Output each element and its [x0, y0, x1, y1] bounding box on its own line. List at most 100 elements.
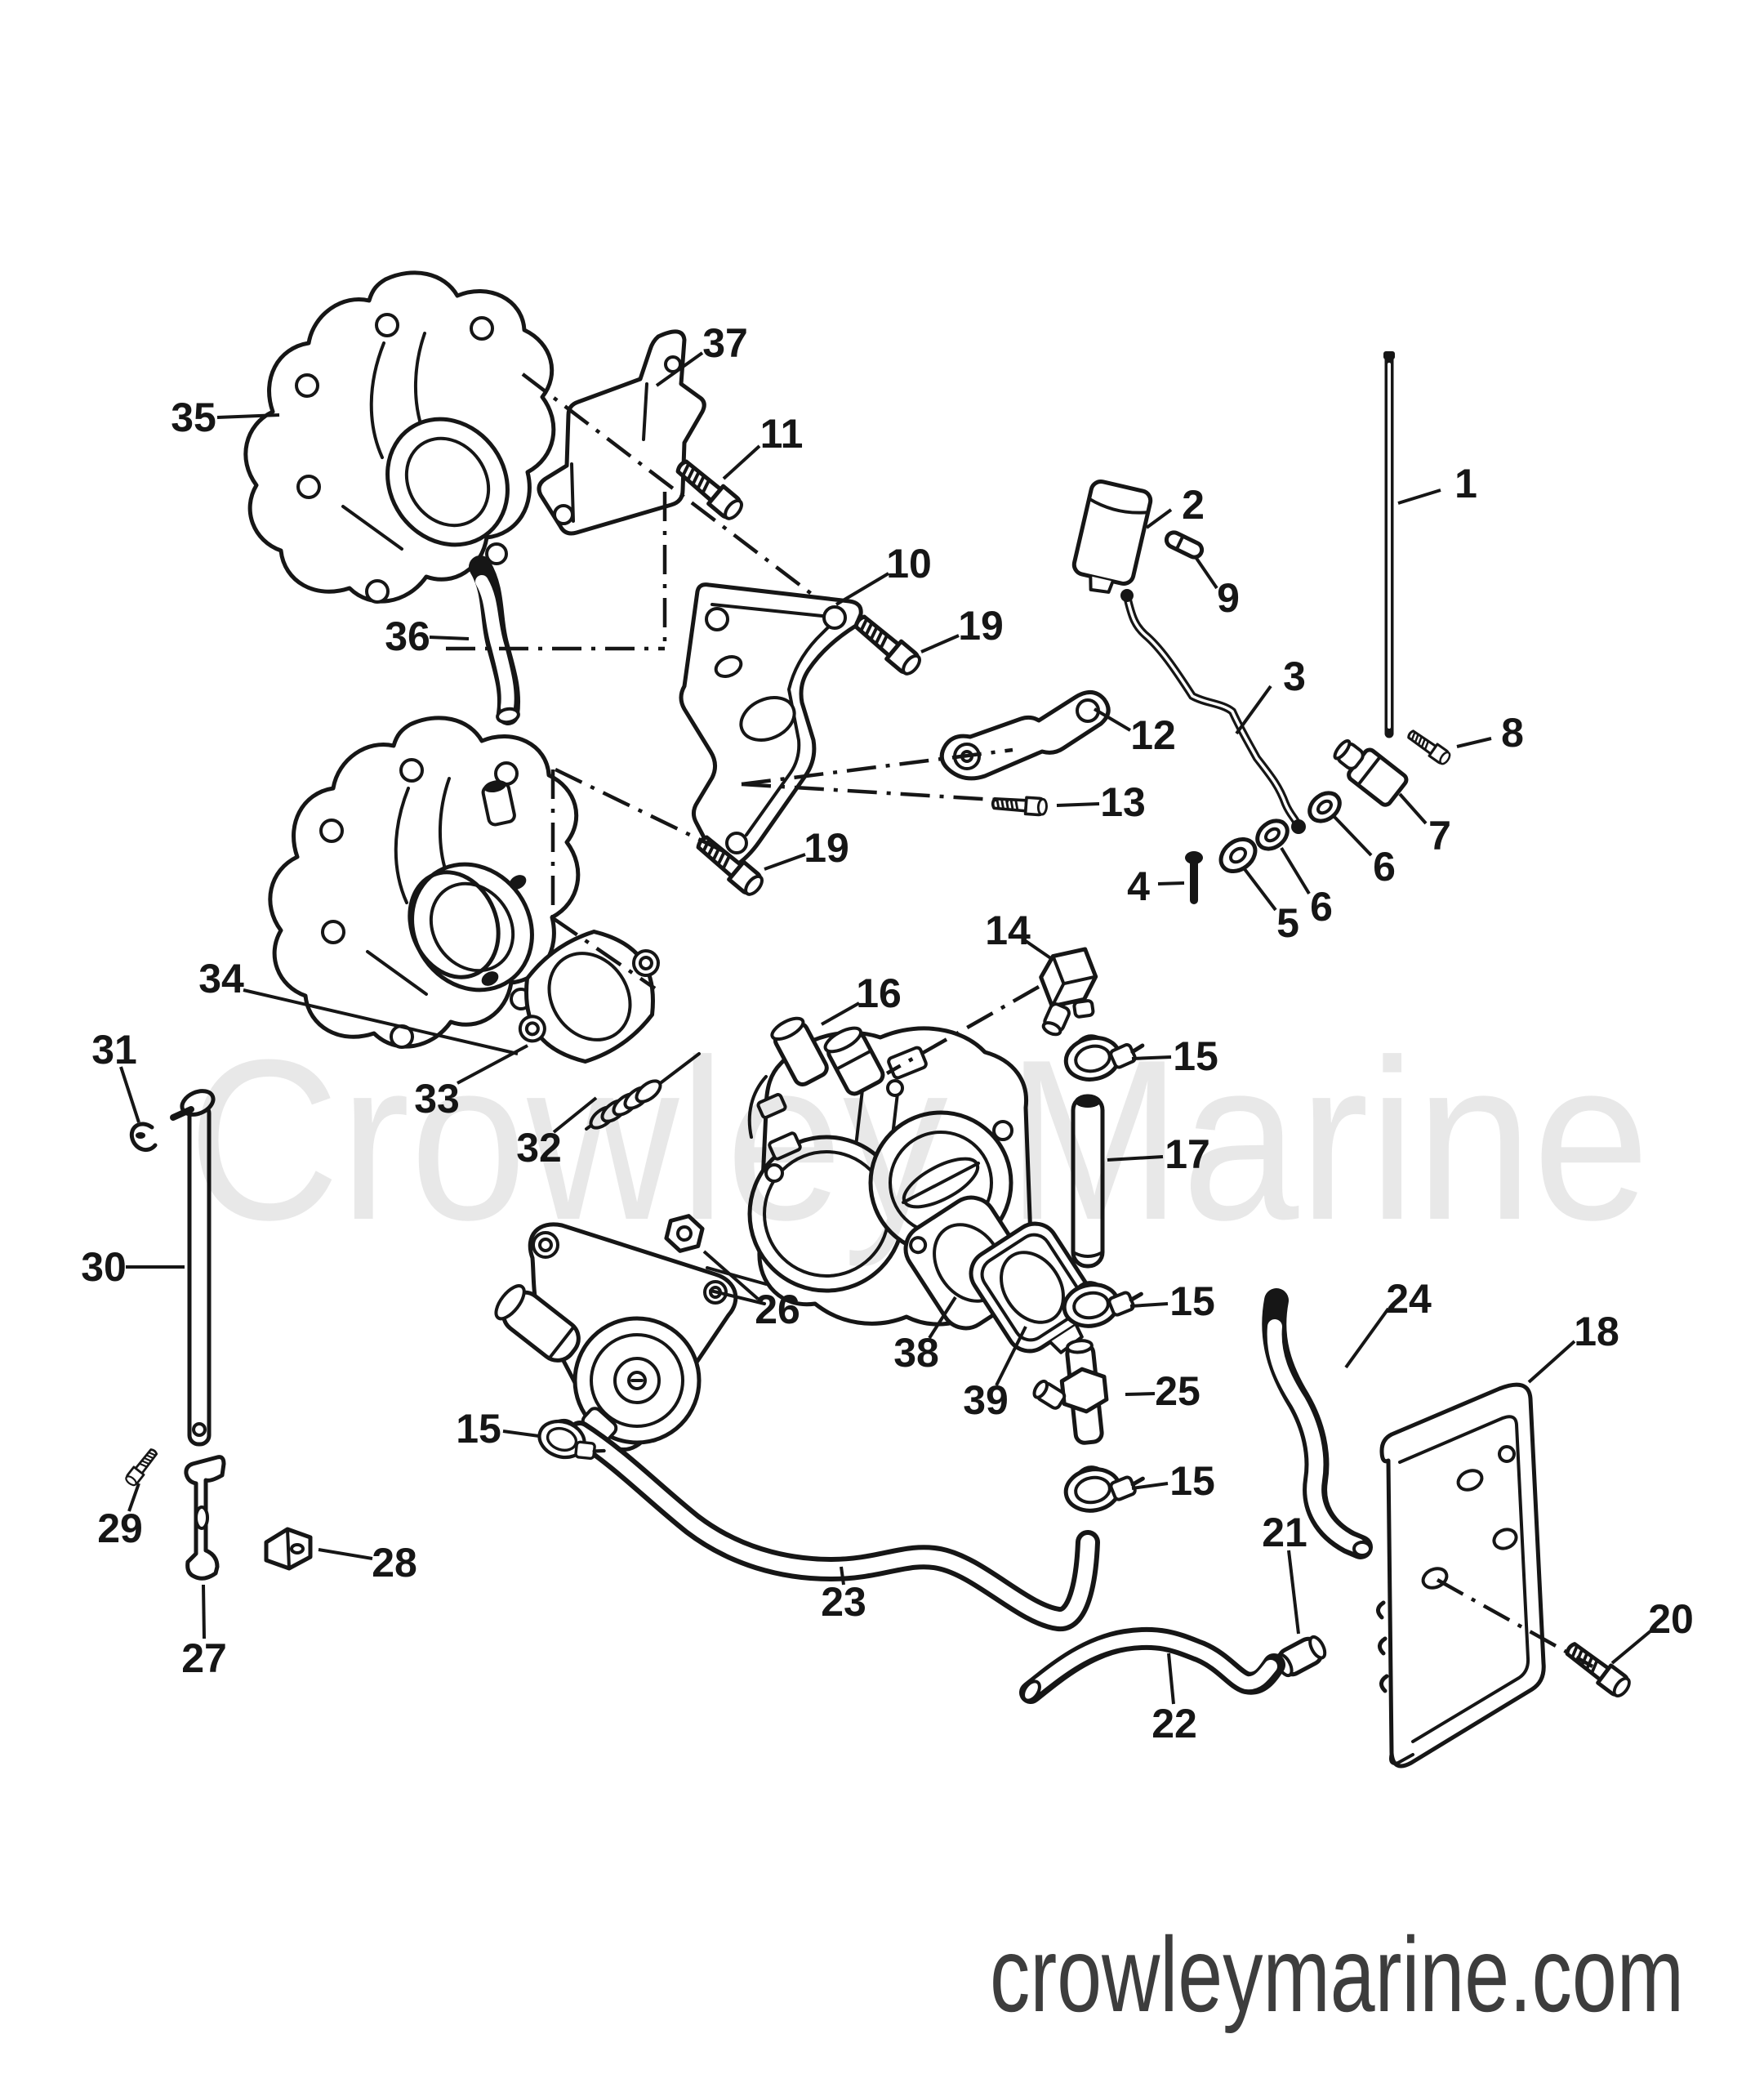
callout-37-leader: [655, 351, 704, 387]
part-18-cover-plate: [1376, 1382, 1546, 1769]
callout-21-label: 21: [1262, 1510, 1307, 1555]
part-34-adapter-flange-lower: [270, 718, 578, 1047]
callout-20-leader: [1610, 1629, 1653, 1665]
part-36-hose: [469, 555, 521, 725]
callout-8-label: 8: [1501, 710, 1524, 756]
callout-18-leader: [1527, 1340, 1576, 1384]
callout-23-leader: [840, 1566, 845, 1586]
callout-24-leader: [1344, 1307, 1390, 1369]
callout-5-label: 5: [1276, 900, 1299, 946]
part-32-spring: [585, 1052, 701, 1131]
watermark-text: Crowley Marine: [188, 1013, 1650, 1269]
callout-7-label: 7: [1428, 813, 1451, 859]
callout-16-label: 16: [856, 970, 902, 1016]
part-6-washer-b: [1255, 819, 1290, 851]
callout-33-label: 33: [414, 1076, 460, 1122]
part-30-link-rod: [170, 1089, 216, 1447]
callout-19b-label: 19: [804, 825, 849, 871]
callout-1-leader: [1397, 488, 1441, 505]
part-4-pin: [1185, 851, 1203, 904]
callout-32-leader: [552, 1096, 598, 1134]
callout-35-label: 35: [171, 395, 216, 440]
callout-19b-leader: [764, 853, 806, 871]
callouts: 1234566789101112131415151515161718191920…: [81, 320, 1694, 1746]
alignment-lines: [446, 372, 1594, 1668]
callout-35-leader: [216, 413, 280, 419]
callout-23-label: 23: [821, 1579, 866, 1625]
callout-28-label: 28: [372, 1540, 417, 1586]
part-24-hose: [1262, 1288, 1373, 1559]
callout-15d-label: 15: [456, 1406, 501, 1452]
callout-10-label: 10: [886, 541, 932, 587]
alignment-line-9: [885, 985, 1040, 1075]
callout-34-label: 34: [198, 956, 244, 1001]
callout-11-leader: [722, 444, 761, 480]
callout-25-label: 25: [1155, 1368, 1200, 1414]
part-3-link-rod: [1120, 589, 1306, 834]
callout-38-leader: [928, 1296, 957, 1340]
diagram-parts: [122, 273, 1633, 1769]
part-22-hose: [1019, 1626, 1285, 1704]
alignment-line-4: [555, 767, 728, 855]
callout-6a-label: 6: [1373, 844, 1396, 890]
part-28-clip: [264, 1527, 313, 1571]
callout-28-leader: [318, 1548, 373, 1560]
callout-15c-leader: [1131, 1482, 1169, 1490]
callout-7-leader: [1398, 792, 1428, 825]
callout-37-label: 37: [702, 320, 748, 366]
callout-14-label: 14: [985, 908, 1031, 953]
callout-9-label: 9: [1217, 575, 1240, 621]
part-39-spacer-gasket: [969, 1221, 1096, 1354]
callout-19a-label: 19: [958, 603, 1004, 649]
callout-22-leader: [1167, 1653, 1175, 1705]
part-31-clip: [129, 1122, 158, 1153]
callout-6b-label: 6: [1310, 884, 1333, 930]
callout-15a-leader: [1131, 1055, 1172, 1060]
callout-20-label: 20: [1648, 1596, 1694, 1642]
callout-15b-label: 15: [1169, 1278, 1215, 1324]
footer-site-text: crowleymarine.com: [990, 1915, 1684, 2034]
part-10-mounting-plate: [679, 582, 863, 871]
callout-14-leader: [1024, 939, 1054, 961]
callout-13-label: 13: [1100, 779, 1146, 825]
part-27-bracket: [184, 1455, 226, 1581]
callout-1-label: 1: [1454, 461, 1477, 506]
callout-5-leader: [1243, 868, 1277, 912]
callout-4-leader: [1157, 881, 1185, 885]
alignment-line-6: [551, 917, 657, 990]
callout-26-label: 26: [755, 1287, 800, 1332]
callout-15a-label: 15: [1173, 1033, 1218, 1079]
callout-17-label: 17: [1165, 1131, 1210, 1177]
part-2-knob: [1071, 480, 1153, 594]
callout-12-label: 12: [1130, 712, 1176, 758]
callout-19a-leader: [920, 634, 960, 653]
callout-34-leader: [243, 988, 519, 1055]
callout-6a-leader: [1333, 815, 1373, 857]
callout-29-leader: [127, 1483, 140, 1512]
callout-18-label: 18: [1574, 1309, 1619, 1354]
part-26-nut: [664, 1214, 705, 1253]
callout-38-label: 38: [893, 1330, 939, 1376]
callout-27-leader: [202, 1584, 206, 1639]
callout-22-label: 22: [1152, 1701, 1197, 1746]
callout-30-label: 30: [81, 1244, 127, 1290]
part-25-tee-fitting: [1032, 1339, 1109, 1445]
callout-12-leader: [1093, 707, 1132, 732]
callout-31-label: 31: [91, 1027, 137, 1073]
alignment-line-10: [1436, 1578, 1594, 1668]
callout-17-leader: [1107, 1155, 1164, 1162]
callout-32-label: 32: [516, 1125, 562, 1171]
part-12-lever: [939, 690, 1111, 781]
callout-8-leader: [1456, 737, 1492, 748]
callout-3-label: 3: [1283, 653, 1306, 699]
part-23-fuel-hose: [568, 1421, 1100, 1631]
callout-9-leader: [1194, 555, 1218, 590]
alignment-line-7: [741, 747, 1013, 787]
callout-21-leader: [1287, 1550, 1300, 1635]
callout-13-leader: [1056, 802, 1100, 807]
callout-31-leader: [119, 1066, 140, 1123]
callout-29-label: 29: [97, 1505, 143, 1551]
callout-11-label: 11: [760, 411, 804, 457]
